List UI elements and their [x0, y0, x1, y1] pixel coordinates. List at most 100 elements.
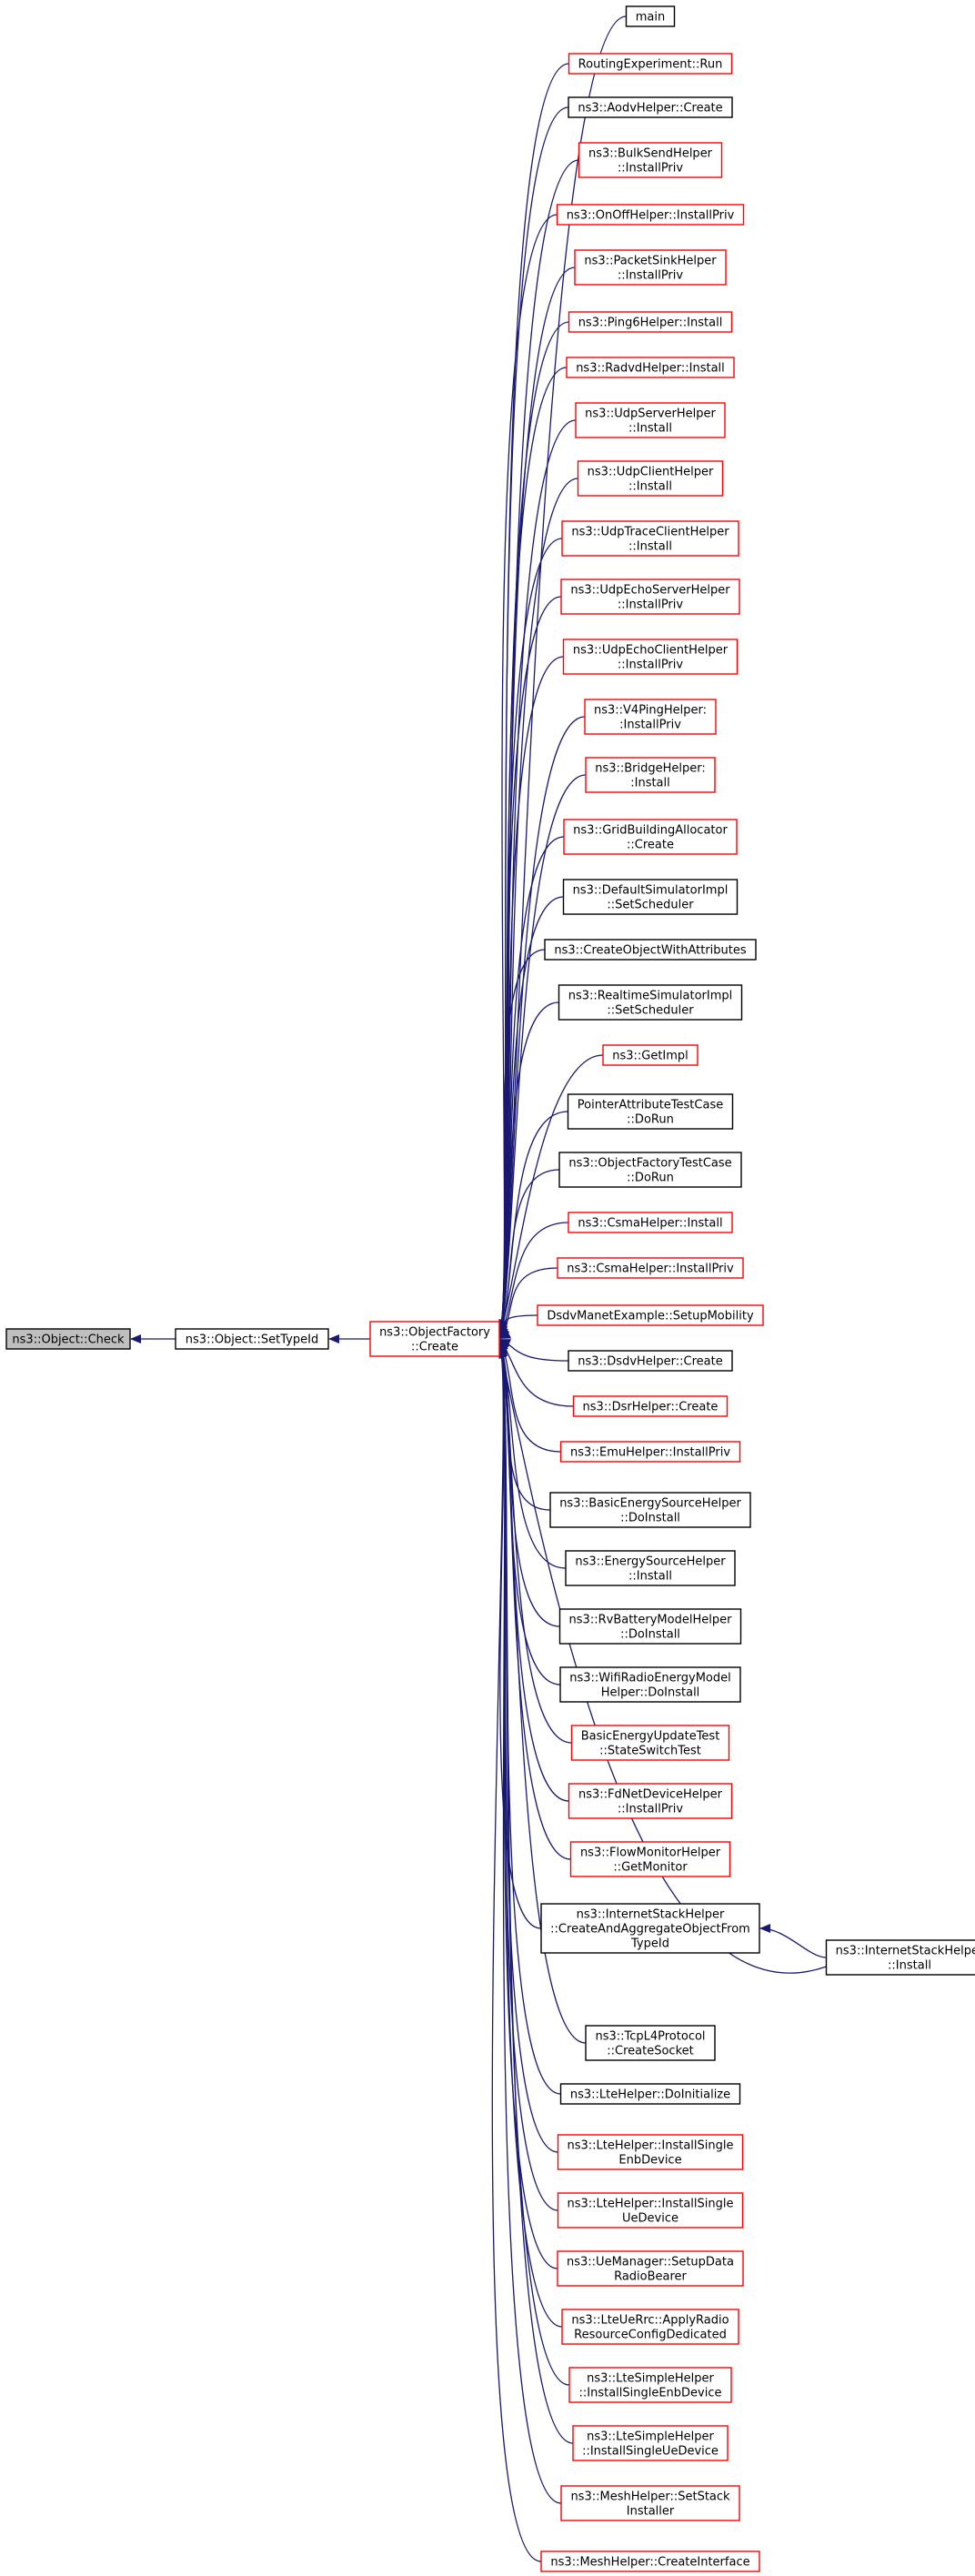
node-udpechoserver[interactable]: ns3::UdpEchoServerHelper::InstallPriv — [560, 579, 740, 615]
node-ofcreate[interactable]: ns3::ObjectFactory::Create — [369, 1321, 500, 1357]
node-box — [5, 1328, 131, 1350]
node-box — [602, 1044, 699, 1066]
node-tcpl4[interactable]: ns3::TcpL4Protocol::CreateSocket — [585, 2025, 716, 2061]
node-label: ns3::LteSimpleHelper — [587, 2430, 714, 2444]
node-packetsink[interactable]: ns3::PacketSinkHelper::InstallPriv — [574, 249, 727, 286]
node-label: ::DoRun — [627, 1172, 674, 1185]
node-ltesimpleue[interactable]: ns3::LteSimpleHelper::InstallSingleUeDev… — [572, 2425, 729, 2461]
node-ping6[interactable]: ns3::Ping6Helper::Install — [568, 311, 733, 333]
node-box — [561, 2309, 739, 2345]
node-basicupdate[interactable]: BasicEnergyUpdateTest::StateSwitchTest — [570, 1725, 730, 1761]
node-lteenb[interactable]: ns3::LteHelper::InstallSingleEnbDevice — [557, 2134, 744, 2170]
node-label: ns3::CsmaHelper::InstallPriv — [567, 1263, 734, 1276]
node-createobj[interactable]: ns3::CreateObjectWithAttributes — [544, 939, 757, 961]
edges-layer — [130, 15, 827, 2562]
node-box — [559, 1441, 741, 1463]
node-box — [585, 757, 716, 793]
node-onoff[interactable]: ns3::OnOffHelper::InstallPriv — [556, 204, 745, 226]
node-gridbuilding[interactable]: ns3::GridBuildingAllocator::Create — [563, 819, 738, 855]
node-label: ns3::RvBatteryModelHelper — [569, 1614, 733, 1627]
node-lteue[interactable]: ns3::LteHelper::InstallSingleUeDevice — [557, 2192, 744, 2229]
node-dsrcreate[interactable]: ns3::DsrHelper::Create — [572, 1395, 729, 1417]
node-radvd[interactable]: ns3::RadvdHelper::Install — [566, 357, 735, 378]
node-label: ::CreateAndAggregateObjectFrom — [550, 1923, 750, 1937]
node-box — [625, 5, 676, 27]
node-label: ns3::ObjectFactory — [379, 1326, 490, 1340]
node-internetinstall[interactable]: ns3::InternetStackHelper::Install — [825, 1939, 975, 1976]
node-label: ::Install — [628, 422, 672, 436]
node-rvbattery[interactable]: ns3::RvBatteryModelHelper::DoInstall — [558, 1608, 742, 1645]
node-label: ns3::Ping6Helper::Install — [578, 317, 723, 330]
node-label: BasicEnergyUpdateTest — [581, 1730, 720, 1744]
node-basicenergy[interactable]: ns3::BasicEnergySourceHelper::DoInstall — [549, 1492, 751, 1528]
node-lteuerrc[interactable]: ns3::LteUeRrc::ApplyRadioResourceConfigD… — [561, 2309, 739, 2345]
node-csmainstall[interactable]: ns3::CsmaHelper::Install — [568, 1212, 733, 1233]
node-label: EnbDevice — [618, 2154, 681, 2168]
node-flowmon[interactable]: ns3::FlowMonitorHelper::GetMonitor — [569, 1841, 731, 1877]
node-pointertest[interactable]: PointerAttributeTestCase::DoRun — [567, 1093, 734, 1130]
node-label: ns3::BasicEnergySourceHelper — [559, 1497, 741, 1511]
node-realtimesim[interactable]: ns3::RealtimeSimulatorImpl::SetScheduler — [558, 984, 743, 1021]
node-label: ns3::DsdvHelper::Create — [578, 1355, 722, 1369]
node-udpclient[interactable]: ns3::UdpClientHelper::Install — [577, 460, 724, 497]
node-dsdvmanet[interactable]: DsdvManetExample::SetupMobility — [537, 1304, 764, 1326]
node-box — [561, 520, 739, 557]
node-label: ns3::UdpServerHelper — [585, 408, 716, 421]
node-label: ns3::MeshHelper::SetStack — [570, 2490, 730, 2504]
node-wifiradio[interactable]: ns3::WifiRadioEnergyModelHelper::DoInsta… — [559, 1666, 741, 1703]
nodes-layer: ns3::Object::Check ns3::Object::SetTypeId… — [5, 5, 975, 2572]
node-label: Installer — [627, 2505, 675, 2519]
node-box — [369, 1321, 500, 1357]
node-box — [562, 879, 739, 915]
node-label: ::DoInstall — [620, 1512, 680, 1525]
node-aodv[interactable]: ns3::AodvHelper::Create — [568, 96, 733, 118]
node-udpechoclient[interactable]: ns3::UdpEchoClientHelper::InstallPriv — [562, 639, 739, 675]
node-objfactorytest[interactable]: ns3::ObjectFactoryTestCase::DoRun — [558, 1152, 742, 1188]
node-ltedoinit[interactable]: ns3::LteHelper::DoInitialize — [559, 2083, 741, 2105]
node-udptrace[interactable]: ns3::UdpTraceClientHelper::Install — [561, 520, 739, 557]
node-label: ns3::UdpTraceClientHelper — [571, 526, 729, 539]
node-label: ::SetScheduler — [607, 1004, 694, 1018]
node-label: DsdvManetExample::SetupMobility — [547, 1310, 754, 1323]
node-getimpl[interactable]: ns3::GetImpl — [602, 1044, 699, 1066]
node-box — [568, 311, 733, 333]
node-label: ns3::GridBuildingAllocator — [573, 824, 728, 838]
node-dsdvcreate[interactable]: ns3::DsdvHelper::Create — [568, 1350, 733, 1372]
node-bulksend[interactable]: ns3::BulkSendHelper::InstallPriv — [578, 142, 723, 178]
node-settypeid[interactable]: ns3::Object::SetTypeId — [175, 1328, 329, 1350]
node-box — [558, 1152, 742, 1188]
node-label: ns3::Object::Check — [12, 1333, 125, 1347]
node-box — [558, 984, 743, 1021]
node-label: ns3::AodvHelper::Create — [578, 102, 722, 116]
node-udpserver[interactable]: ns3::UdpServerHelper::Install — [575, 402, 726, 438]
node-main[interactable]: main — [625, 5, 676, 27]
node-routing[interactable]: RoutingExperiment::Run — [568, 53, 733, 75]
node-label: ns3::WifiRadioEnergyModel — [569, 1672, 731, 1685]
node-label: ns3::BridgeHelper: — [595, 762, 706, 776]
node-internetstack[interactable]: ns3::InternetStackHelper::CreateAndAggre… — [540, 1903, 760, 1954]
node-label: ::Create — [627, 839, 674, 852]
node-label: ::InstallPriv — [618, 659, 683, 672]
node-bridge[interactable]: ns3::BridgeHelper::Install — [585, 757, 716, 793]
node-box — [575, 402, 726, 438]
node-ltesimpleenb[interactable]: ns3::LteSimpleHelper::InstallSingleEnbDe… — [568, 2367, 732, 2403]
node-label: ns3::GetImpl — [612, 1050, 689, 1063]
node-defaultsim[interactable]: ns3::DefaultSimulatorImpl::SetScheduler — [562, 879, 739, 915]
node-label: ns3::TcpL4Protocol — [595, 2030, 705, 2044]
node-energysource[interactable]: ns3::EnergySourceHelper::Install — [565, 1550, 736, 1586]
node-v4ping[interactable]: ns3::V4PingHelper::InstallPriv — [584, 699, 717, 735]
node-box — [566, 357, 735, 378]
node-fdnet[interactable]: ns3::FdNetDeviceHelper::InstallPriv — [568, 1783, 733, 1819]
node-emu[interactable]: ns3::EmuHelper::InstallPriv — [559, 1441, 741, 1463]
node-csmainstallpriv[interactable]: ns3::CsmaHelper::InstallPriv — [557, 1257, 744, 1279]
node-check[interactable]: ns3::Object::Check — [5, 1328, 131, 1350]
node-label: ns3::EmuHelper::InstallPriv — [570, 1446, 730, 1460]
node-label: ns3::EnergySourceHelper — [575, 1555, 726, 1569]
edge-objfactorytest — [498, 1169, 560, 1337]
node-meshcreateif[interactable]: ns3::MeshHelper::CreateInterface — [540, 2551, 760, 2572]
node-box — [569, 1841, 731, 1877]
node-label: RoutingExperiment::Run — [578, 58, 723, 72]
node-label: ns3::FdNetDeviceHelper — [578, 1788, 723, 1802]
